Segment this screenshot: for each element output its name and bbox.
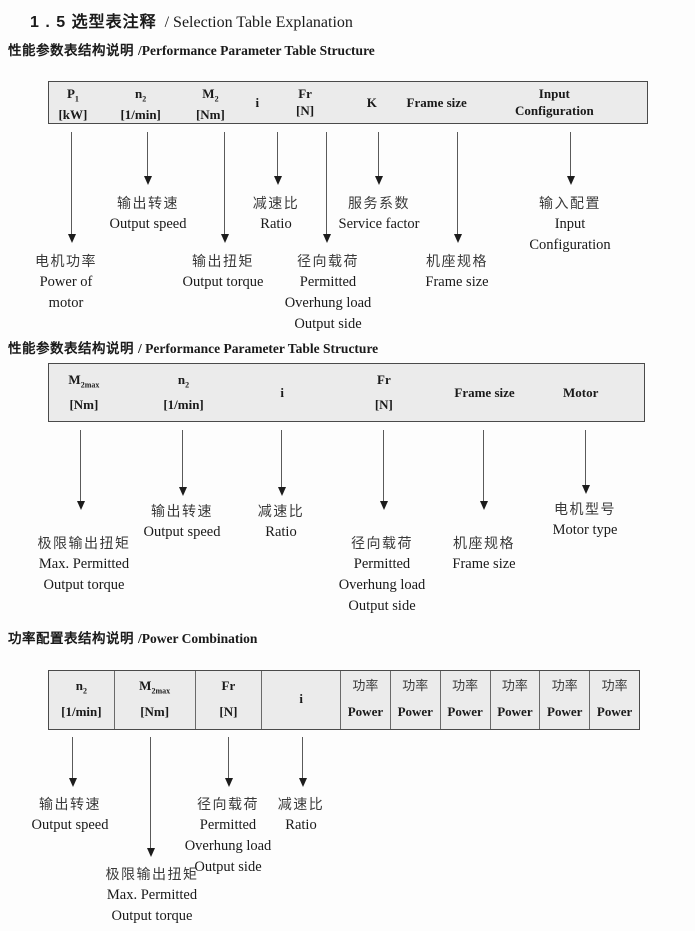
arrow-i-icon (277, 430, 286, 496)
label-output-speed: 输出转速 Output speed (109, 195, 187, 232)
section2-heading-zh: 性能参数表结构说明 (8, 341, 134, 356)
arrow-n2-icon (178, 430, 187, 496)
label-ratio: 减速比 Ratio (277, 796, 325, 833)
arrow-fr-icon (379, 430, 388, 510)
section3-heading: 功率配置表结构说明 /Power Combination (8, 627, 257, 648)
label-motor-type: 电机型号 Motor type (552, 501, 618, 538)
label-frame-size: 机座规格 Frame size (452, 535, 516, 572)
page-title-zh: 1 . 5 选型表注释 (30, 14, 157, 31)
table3-col-m2max: M2max [Nm] (113, 671, 195, 729)
arrow-p1-icon (67, 132, 76, 243)
arrow-m2max-icon (76, 430, 85, 510)
arrow-motor-icon (581, 430, 590, 494)
table1-col-m2: M2 [Nm] (195, 86, 225, 122)
table3-col-n2: n2 [1/min] (61, 678, 102, 719)
section2-heading-en: / Performance Parameter Table Structure (138, 341, 379, 356)
section1-heading: 性能参数表结构说明 /Performance Parameter Table S… (8, 39, 375, 60)
table3-col-fr: Fr [N] (194, 671, 262, 729)
arrow-fr-icon (224, 737, 233, 787)
section2-heading: 性能参数表结构说明 / Performance Parameter Table … (8, 337, 378, 358)
label-output-speed: 输出转速 Output speed (143, 503, 221, 540)
section1-heading-zh: 性能参数表结构说明 (8, 43, 134, 58)
label-ratio: 减速比 Ratio (252, 195, 300, 232)
table2-performance-header: M2max [Nm] n2 [1/min] i Fr [N] Frame siz… (48, 363, 645, 422)
label-power-of-motor: 电机功率 Power of motor (35, 253, 97, 311)
label-frame-size: 机座规格 Frame size (425, 253, 489, 290)
table3-col-i: i (261, 671, 340, 729)
table1-col-input-configuration: Input Configuration (514, 86, 594, 118)
arrow-m2max-icon (146, 737, 155, 857)
table2-col-m2max: M2max [Nm] (68, 372, 100, 412)
table1-col-p1: P1 [kW] (58, 86, 88, 122)
label-overhung-load: 径向载荷 Permitted Overhung load Output side (184, 796, 272, 875)
arrow-n2-icon (68, 737, 77, 787)
table2-col-frame-size: Frame size (454, 384, 515, 400)
table1-col-fr: Fr [N] (296, 86, 315, 118)
arrow-m2-icon (220, 132, 229, 243)
table2-col-motor: Motor (563, 384, 599, 400)
table1-performance-header: P1 [kW] n2 [1/min] M2 [Nm] i Fr [N] K Fr… (48, 81, 648, 124)
section3-heading-zh: 功率配置表结构说明 (8, 631, 134, 646)
arrow-frame-size-icon (479, 430, 488, 510)
arrow-k-icon (374, 132, 383, 185)
label-max-output-torque: 极限输出扭矩 Max. Permitted Output torque (105, 866, 199, 924)
table2-col-n2: n2 [1/min] (163, 372, 204, 412)
page-title: 1 . 5 选型表注释 / Selection Table Explanatio… (30, 8, 353, 32)
label-overhung-load: 径向载荷 Permitted Overhung load Output side (338, 535, 426, 614)
section1-heading-en: /Performance Parameter Table Structure (138, 43, 375, 58)
label-output-torque: 输出扭矩 Output torque (182, 253, 264, 290)
label-ratio: 减速比 Ratio (257, 503, 305, 540)
arrow-n2-icon (143, 132, 152, 185)
label-input-configuration: 输入配置 Input Configuration (529, 195, 611, 253)
label-service-factor: 服务系数 Service factor (338, 195, 420, 232)
table1-col-frame-size: Frame size (406, 94, 467, 110)
label-max-output-torque: 极限输出扭矩 Max. Permitted Output torque (37, 535, 131, 593)
arrow-frame-size-icon (453, 132, 462, 243)
page-title-en: / Selection Table Explanation (164, 14, 353, 31)
label-output-speed: 输出转速 Output speed (31, 796, 109, 833)
table2-col-i: i (280, 384, 285, 400)
arrow-i-icon (273, 132, 282, 185)
arrow-i-icon (298, 737, 307, 787)
table2-col-fr: Fr [N] (374, 372, 393, 412)
table1-col-n2: n2 [1/min] (120, 86, 161, 122)
table1-col-k: K (366, 94, 377, 110)
arrow-input-config-icon (566, 132, 575, 185)
section3-heading-en: /Power Combination (138, 631, 258, 646)
label-overhung-load: 径向载荷 Permitted Overhung load Output side (284, 253, 372, 332)
table1-col-i: i (255, 94, 260, 110)
arrow-fr-icon (322, 132, 331, 243)
